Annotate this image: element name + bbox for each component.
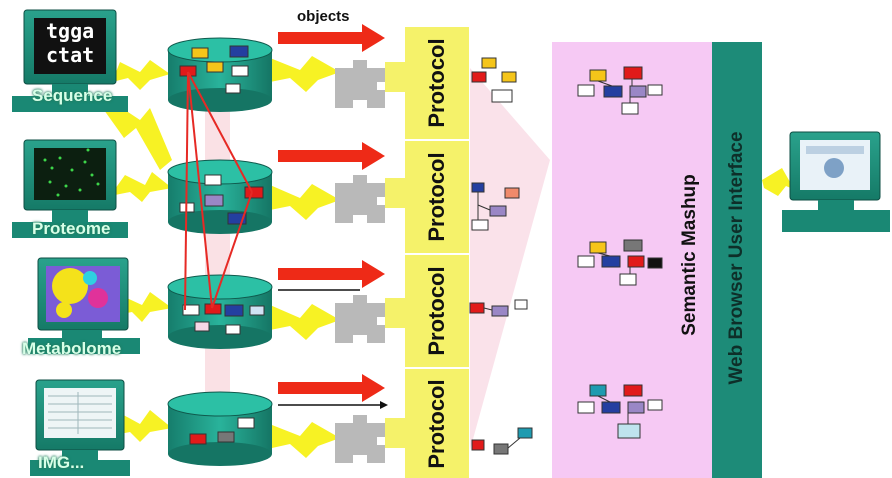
web-browser-ui-panel: [712, 42, 762, 478]
funnel-shape: [470, 68, 550, 450]
cylinder-objects: [179, 45, 265, 445]
protocol-band-1: Protocol: [405, 27, 469, 139]
cross-links: [184, 71, 253, 311]
protocol-output-graphs: [469, 57, 533, 455]
protocol-band-3: Protocol: [405, 255, 469, 367]
source-label-sequence: Sequence: [32, 86, 113, 105]
source-label-img: IMG...: [38, 453, 85, 472]
protocol-band-4: Protocol: [405, 369, 469, 478]
puzzle-piece-icon: [335, 60, 405, 463]
web-browser-ui-label: Web Browser User Interface: [726, 131, 747, 385]
lightning-icon: [104, 56, 812, 458]
source-label-metabolome: Metabolome: [22, 339, 122, 358]
source-label-proteome: Proteome: [32, 219, 111, 238]
vertical-beam: [205, 60, 230, 420]
protocol-band-2: Protocol: [405, 141, 469, 253]
arrow-icon: [278, 24, 385, 402]
sequence-screen-line-1: tgga: [46, 19, 94, 43]
computer-icon: [12, 9, 890, 476]
mashup-graphs: [577, 66, 663, 439]
semantic-mashup-label: Semantic Mashup: [679, 174, 700, 336]
objects-label: objects: [297, 8, 350, 25]
sequence-screen-line-2: ctat: [46, 43, 94, 67]
proteome-screen-dots: [43, 148, 100, 197]
